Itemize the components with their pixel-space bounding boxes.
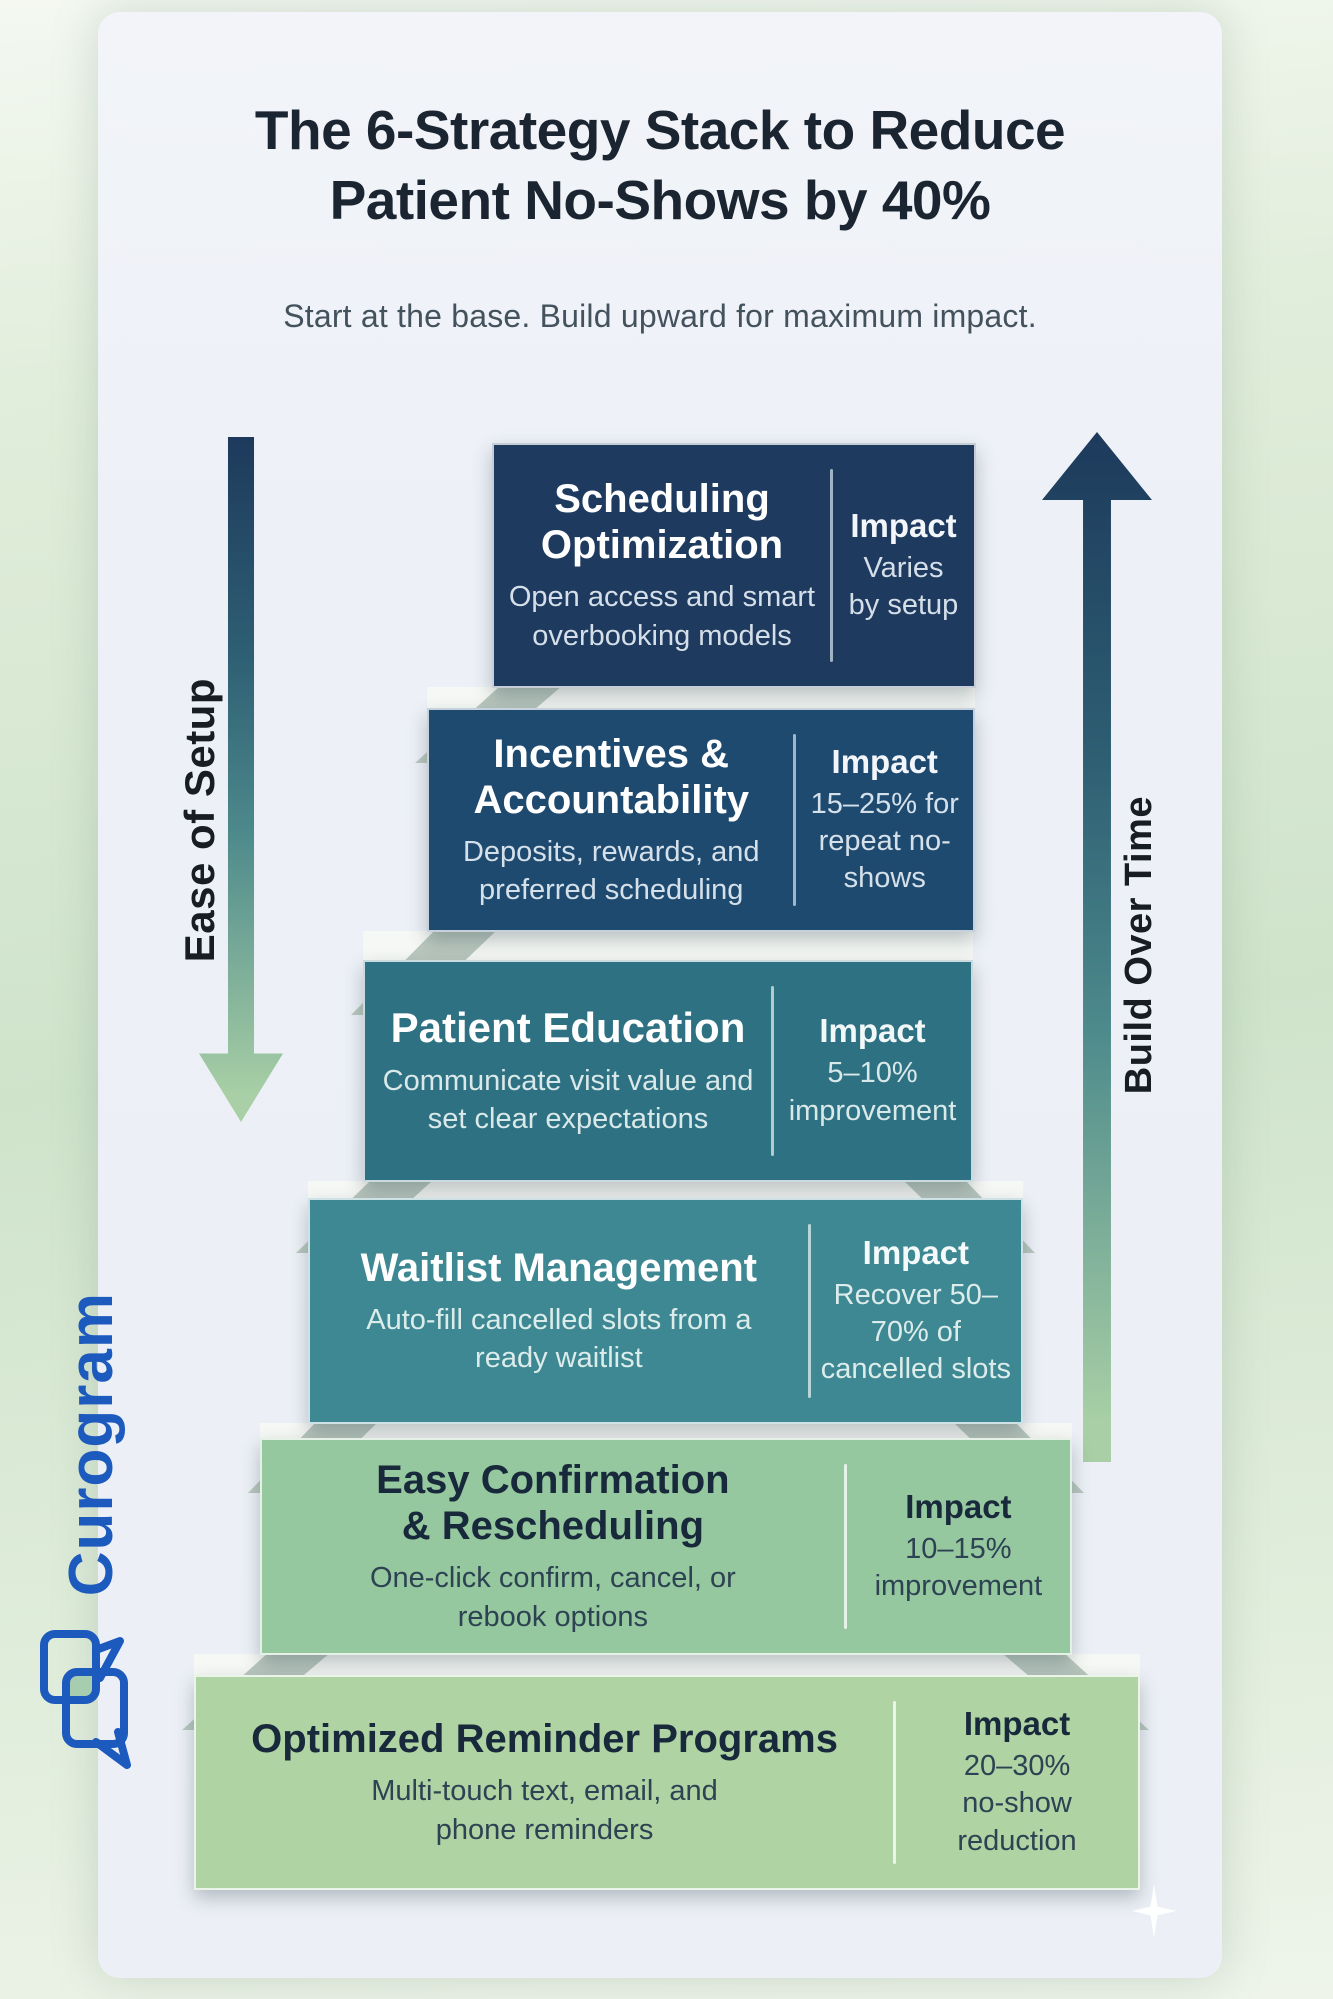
level-description: Deposits, rewards, and preferred schedul… [462, 835, 760, 906]
chat-bubbles-icon [40, 1630, 131, 1769]
curogram-logo-text: Curogram [57, 1292, 126, 1597]
impact-divider [771, 986, 775, 1156]
level-description: Communicate visit value and set clear ex… [382, 1064, 754, 1136]
level-description: One-click confirm, cancel, or rebook opt… [369, 1562, 736, 1633]
impact-value: 10–15% improvement [874, 1532, 1043, 1602]
impact-label: Impact [850, 506, 957, 544]
impact-divider [807, 1224, 811, 1398]
level-title: Optimized Reminder Programs [251, 1717, 838, 1762]
impact-label: Impact [862, 1233, 970, 1271]
impact-label: Impact [819, 1012, 926, 1050]
impact-label: Impact [963, 1705, 1071, 1743]
level-main: Scheduling Optimization Open access and … [494, 445, 830, 686]
level-main: Waitlist Management Auto-fill cancelled … [310, 1200, 808, 1422]
level-title: Patient Education [390, 1003, 746, 1051]
page-title: The 6-Strategy Stack to Reduce Patient N… [98, 96, 1222, 236]
impact-divider [793, 734, 797, 906]
impact-value: 15–25% for repeat no-shows [810, 787, 959, 895]
level-description: Open access and smart overbooking models [508, 581, 816, 652]
level-main: Patient Education Communicate visit valu… [365, 962, 771, 1180]
page-title-line2: Patient No-Shows by 40% [329, 168, 991, 231]
impact-divider [843, 1464, 847, 1629]
strategy-level-waitlist-management: Waitlist Management Auto-fill cancelled … [308, 1198, 1023, 1424]
level-title: Incentives & Accountability [473, 731, 750, 822]
impact-value: Varies by setup [848, 551, 959, 621]
ease-of-setup-label: Ease of Setup [176, 678, 223, 963]
impact-value: 5–10% improvement [788, 1057, 957, 1127]
level-main: Optimized Reminder Programs Multi-touch … [196, 1677, 893, 1888]
level-main: Easy Confirmation & Rescheduling One-cli… [262, 1440, 844, 1653]
strategy-level-optimized-reminder-programs: Optimized Reminder Programs Multi-touch … [194, 1675, 1140, 1890]
impact-divider [830, 469, 833, 662]
impact-panel: Impact Recover 50–70% of cancelled slots [811, 1200, 1021, 1422]
strategy-level-scheduling-optimization: Scheduling Optimization Open access and … [492, 443, 976, 688]
level-title: Scheduling Optimization [540, 477, 784, 568]
impact-value: Recover 50–70% of cancelled slots [820, 1278, 1011, 1386]
strategy-level-incentives-accountability: Incentives & Accountability Deposits, re… [427, 708, 975, 932]
impact-panel: Impact 5–10% improvement [774, 962, 971, 1180]
impact-panel: Impact Varies by setup [833, 445, 974, 686]
impact-label: Impact [831, 742, 938, 780]
impact-panel: Impact 20–30% no-show reduction [896, 1677, 1138, 1888]
build-over-time-label: Build Over Time [1118, 796, 1160, 1095]
page-subtitle: Start at the base. Build upward for maxi… [283, 298, 1037, 334]
impact-panel: Impact 15–25% for repeat no-shows [796, 710, 973, 930]
impact-value: 20–30% no-show reduction [957, 1750, 1077, 1857]
impact-divider [893, 1701, 897, 1864]
level-title: Easy Confirmation & Rescheduling [376, 1458, 730, 1549]
impact-panel: Impact 10–15% improvement [847, 1440, 1070, 1653]
page-title-line1: The 6-Strategy Stack to Reduce [254, 99, 1066, 161]
level-description: Auto-fill cancelled slots from a ready w… [366, 1303, 752, 1374]
level-main: Incentives & Accountability Deposits, re… [429, 710, 793, 930]
level-description: Multi-touch text, email, and phone remin… [371, 1775, 718, 1846]
strategy-level-easy-confirmation-rescheduling: Easy Confirmation & Rescheduling One-cli… [260, 1438, 1072, 1655]
level-title: Waitlist Management [360, 1245, 758, 1290]
impact-label: Impact [905, 1487, 1012, 1525]
strategy-level-patient-education: Patient Education Communicate visit valu… [363, 960, 973, 1182]
